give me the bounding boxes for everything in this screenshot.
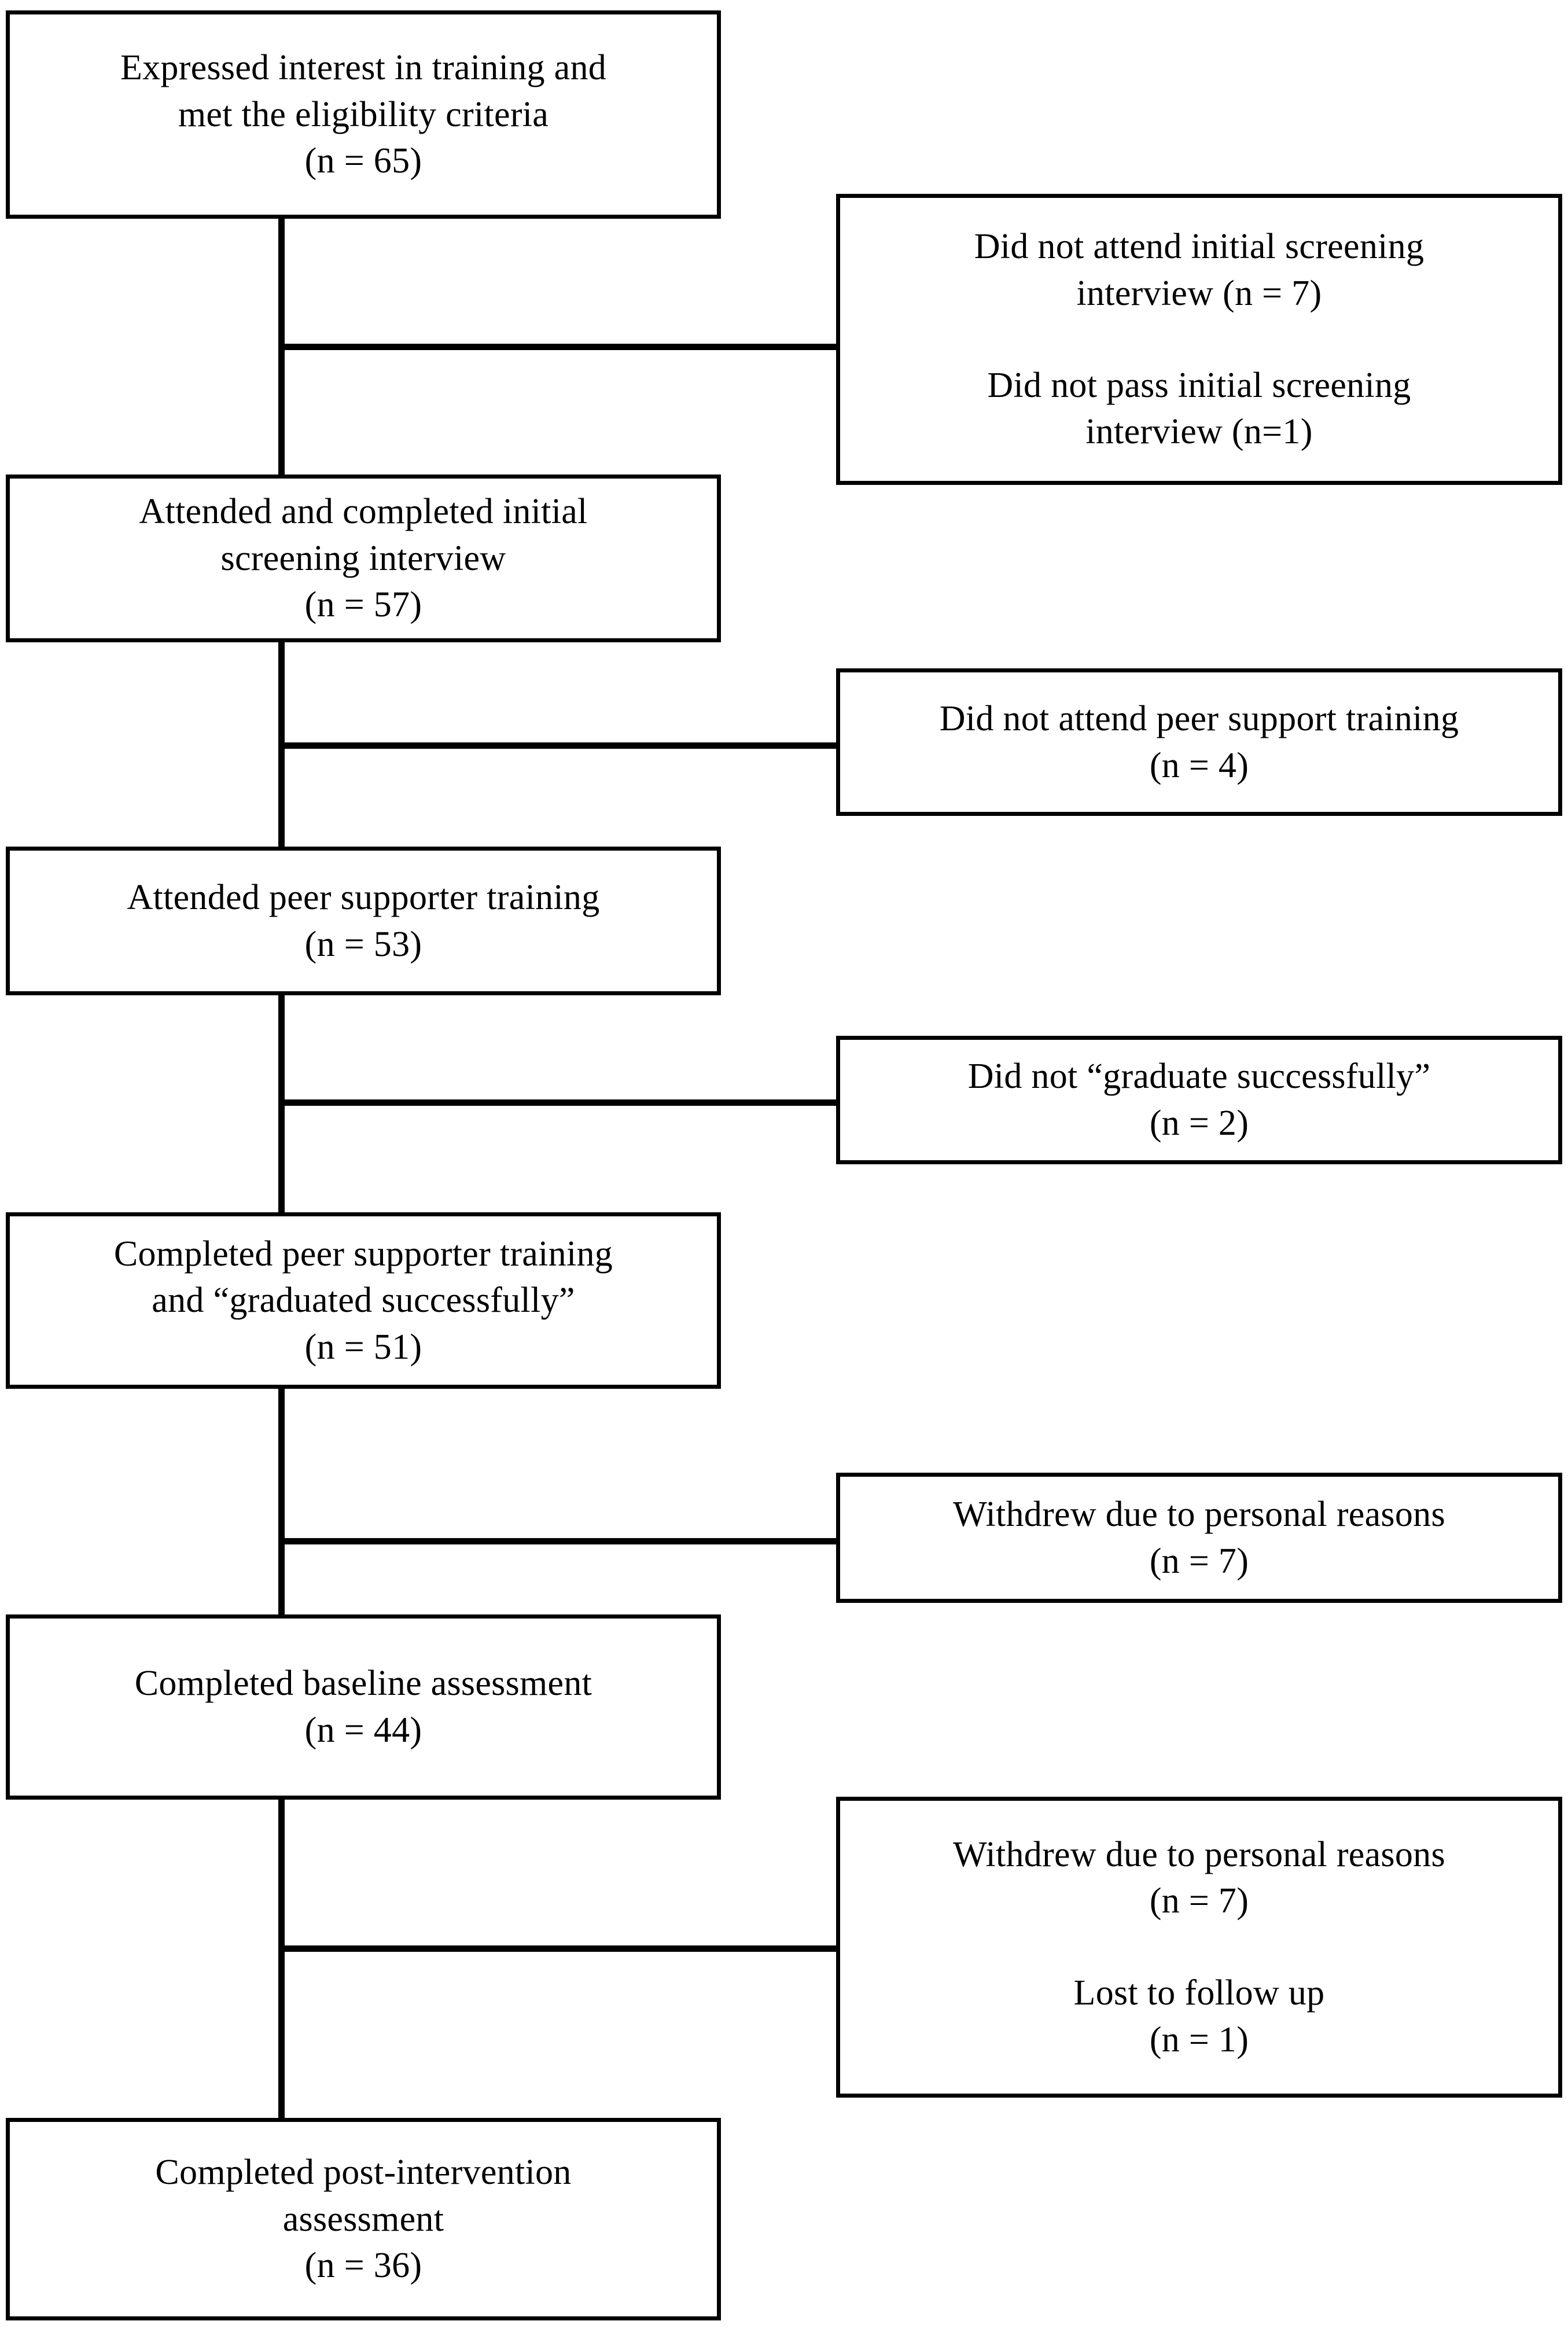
node-attended-training[interactable]: Attended peer supporter training (n = 53… xyxy=(6,847,721,995)
exclusion-screening-line-2: Did not pass initial screening interview… xyxy=(987,365,1411,452)
node-completed-post-intervention[interactable]: Completed post-intervention assessment (… xyxy=(6,2118,721,2320)
connector-branch-4 xyxy=(278,1538,838,1544)
node-attended-screening[interactable]: Attended and completed initial screening… xyxy=(6,475,721,642)
exclusion-no-training-line-1: Did not attend peer support training (n … xyxy=(939,698,1459,785)
connector-branch-2 xyxy=(278,742,838,749)
exclusion-withdrew-1-line-1: Withdrew due to personal reasons (n = 7) xyxy=(953,1494,1445,1581)
connector-branch-3 xyxy=(278,1099,838,1106)
node-expressed-interest-text: Expressed interest in training and met t… xyxy=(120,48,607,181)
exclusion-withdrew-lost-line-1: Withdrew due to personal reasons (n = 7) xyxy=(953,1834,1445,1921)
node-attended-training-text: Attended peer supporter training (n = 53… xyxy=(127,877,600,964)
exclusion-screening-line-1: Did not attend initial screening intervi… xyxy=(974,227,1425,313)
node-expressed-interest[interactable]: Expressed interest in training and met t… xyxy=(6,10,721,219)
exclusion-not-graduated-line-1: Did not “graduate successfully” (n = 2) xyxy=(967,1057,1431,1143)
node-exclusion-withdrew-lost[interactable]: Withdrew due to personal reasons (n = 7)… xyxy=(836,1797,1562,2098)
node-exclusion-withdrew-1[interactable]: Withdrew due to personal reasons (n = 7) xyxy=(836,1473,1562,1603)
exclusion-withdrew-lost-line-2: Lost to follow up (n = 1) xyxy=(1073,1973,1325,2059)
node-completed-post-intervention-text: Completed post-intervention assessment (… xyxy=(155,2153,572,2286)
node-completed-training[interactable]: Completed peer supporter training and “g… xyxy=(6,1212,721,1389)
node-attended-screening-text: Attended and completed initial screening… xyxy=(139,492,588,625)
connector-trunk-5 xyxy=(278,1796,285,2121)
connector-trunk-4 xyxy=(278,1385,285,1618)
node-completed-training-text: Completed peer supporter training and “g… xyxy=(113,1234,613,1367)
node-exclusion-not-graduated[interactable]: Did not “graduate successfully” (n = 2) xyxy=(836,1036,1562,1164)
connector-branch-1 xyxy=(278,344,838,350)
node-exclusion-screening[interactable]: Did not attend initial screening intervi… xyxy=(836,194,1562,485)
node-completed-baseline-text: Completed baseline assessment (n = 44) xyxy=(134,1664,592,1750)
node-completed-baseline[interactable]: Completed baseline assessment (n = 44) xyxy=(6,1614,721,1800)
node-exclusion-no-training[interactable]: Did not attend peer support training (n … xyxy=(836,668,1562,816)
connector-branch-5 xyxy=(278,1945,838,1952)
